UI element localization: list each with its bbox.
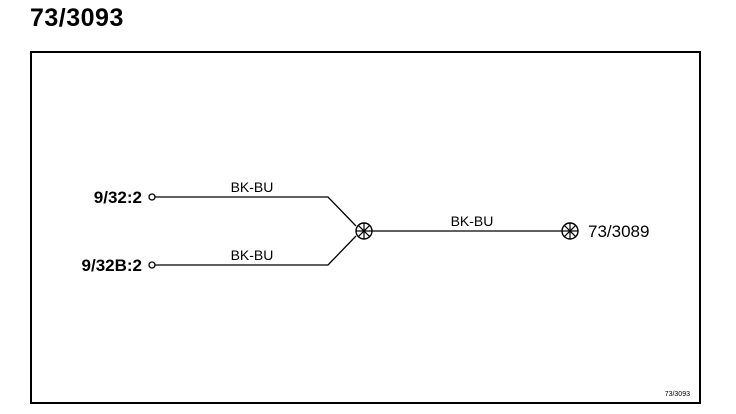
splice-icon (355, 222, 373, 240)
destination-label: 73/3089 (588, 222, 649, 241)
page-title: 73/3093 (30, 4, 124, 32)
wire-bottom (155, 235, 357, 266)
pin-icon-top (148, 193, 156, 201)
terminal-icon (561, 222, 579, 240)
pin-icon-bottom (148, 261, 156, 269)
wire-label-top: BK-BU (231, 179, 274, 195)
diagram-frame (30, 51, 701, 404)
wire-label-bottom: BK-BU (231, 247, 274, 263)
wire-label-main: BK-BU (451, 213, 494, 229)
diagram-reference: 73/3093 (665, 391, 690, 398)
connector-label-bottom: 9/32B:2 (82, 256, 142, 275)
wire-top (155, 196, 357, 227)
connector-label-top: 9/32:2 (94, 188, 142, 207)
